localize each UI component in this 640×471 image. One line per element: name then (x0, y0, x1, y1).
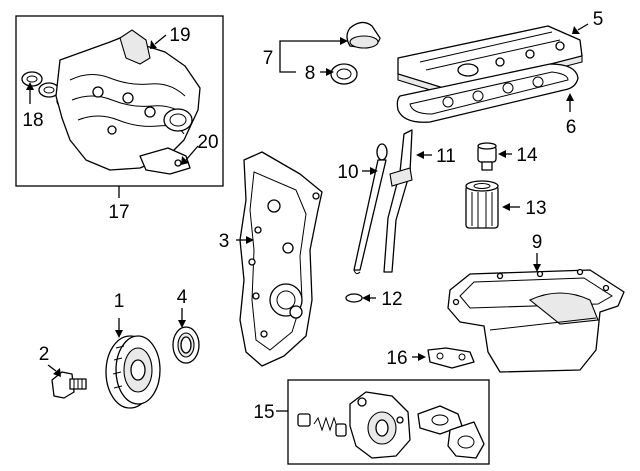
callout-7-arrow (340, 37, 348, 45)
callout-11: 11 (436, 146, 456, 167)
part-3-timing-cover[interactable] (239, 151, 323, 367)
callout-3: 3 (219, 231, 230, 252)
callout-8-arrow (326, 68, 334, 76)
callout-7-bracket-bottom (279, 57, 296, 73)
callout-19: 19 (169, 25, 190, 46)
callout-14-arrow (498, 150, 506, 158)
callout-11-arrow (416, 151, 424, 159)
callout-4-arrow (178, 320, 186, 328)
callout-20-arrow (181, 156, 189, 165)
callout-19-arrow (150, 40, 157, 49)
callout-20: 20 (197, 132, 218, 153)
callout-5-leader (577, 23, 589, 31)
callout-17: 17 (108, 202, 129, 223)
callout-18-arrow (26, 82, 34, 90)
callout-5: 5 (593, 9, 604, 30)
part-6-valve-cover-gasket[interactable] (396, 63, 579, 123)
part-20-manifold-bracket[interactable] (139, 147, 191, 175)
callout-2-arrow (53, 368, 61, 377)
callout-12-arrow (362, 294, 370, 302)
callout-2-leader (47, 364, 57, 372)
callout-15: 15 (253, 402, 274, 423)
part-16-pump-gasket[interactable] (427, 347, 475, 369)
part-15-oil-pump-assembly[interactable] (297, 391, 485, 459)
callout-6: 6 (566, 117, 577, 138)
callout-13: 13 (525, 198, 546, 219)
callout-1-arrow (115, 330, 123, 338)
callout-19-leader (154, 34, 167, 45)
callout-4: 4 (177, 287, 188, 308)
part-19-intake-manifold[interactable] (55, 29, 201, 171)
callout-13-arrow (502, 203, 510, 211)
part-12-o-ring[interactable] (345, 293, 363, 303)
callout-6-arrow (566, 93, 574, 101)
callout-1: 1 (114, 291, 125, 312)
part-2-pulley-bolt[interactable] (51, 371, 87, 399)
part-11-dipstick-tube[interactable] (383, 129, 413, 273)
part-7-oil-filler-cap[interactable] (346, 21, 381, 49)
part-9-oil-pan[interactable] (447, 268, 625, 373)
callout-12: 12 (381, 289, 402, 310)
callout-16-arrow (418, 353, 426, 361)
callout-9: 9 (532, 232, 543, 253)
callout-8: 8 (305, 63, 316, 84)
callout-7-bracket-top (279, 40, 340, 57)
callout-14: 14 (516, 145, 538, 166)
callout-10-arrow (370, 167, 378, 175)
part-10-dipstick[interactable] (353, 143, 388, 275)
part-8-filler-cap-gasket[interactable] (330, 63, 358, 85)
callout-10: 10 (337, 162, 358, 183)
callout-20-leader (185, 145, 199, 161)
part-4-front-seal[interactable] (172, 326, 200, 364)
part-13-oil-filter[interactable] (465, 180, 499, 229)
callout-3-arrow (246, 236, 254, 244)
callout-16: 16 (386, 348, 407, 369)
callout-9-arrow (533, 264, 541, 272)
oil-pump-group-box (287, 379, 490, 465)
callout-5-arrow (572, 26, 580, 34)
callout-2: 2 (39, 344, 50, 365)
callout-18: 18 (22, 110, 43, 131)
callout-7: 7 (263, 48, 274, 69)
part-14-filter-adapter[interactable] (477, 142, 497, 171)
part-1-crankshaft-pulley[interactable] (105, 335, 161, 409)
